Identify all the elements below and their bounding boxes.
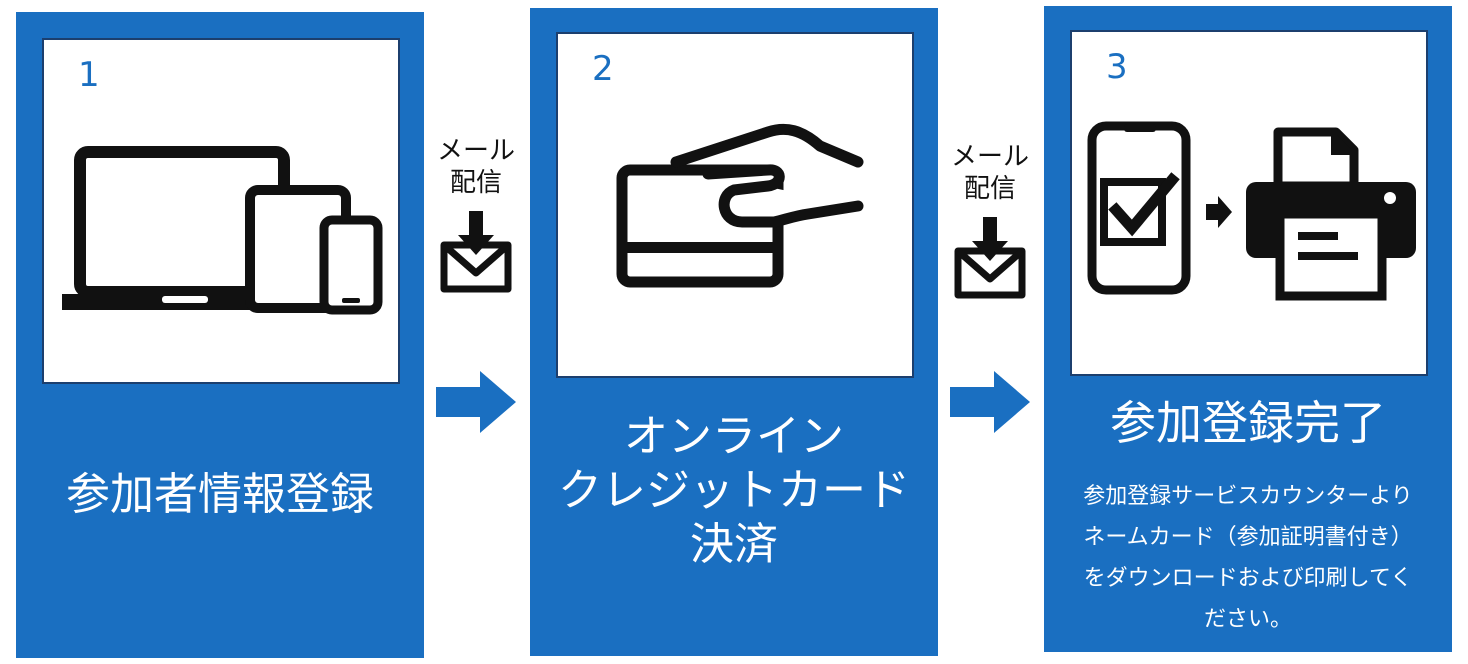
step-3-description-line-1: 参加登録サービスカウンターより — [1083, 484, 1413, 509]
step-3-description-line-4: ださい。 — [1203, 607, 1292, 632]
step-2-title-line-1: オンライン — [624, 411, 844, 462]
step-3-description: 参加登録サービスカウンターより ネームカード（参加証明書付き） をダウンロードお… — [1054, 476, 1442, 640]
step-number: 3 — [1106, 47, 1128, 87]
step-number: 2 — [592, 49, 614, 89]
mail-download-icon — [440, 211, 512, 293]
step-3-panel: 3 参加登録完了 参加登録サービスカウンターより ネームカード（参加証明書付き）… — [1044, 6, 1452, 652]
step-3-icon-box: 3 — [1070, 30, 1428, 376]
step-1-title: 参加者情報登録 — [66, 469, 374, 520]
step-1-icon-box: 1 — [42, 38, 400, 384]
step-2-title-line-2: クレジットカード — [558, 465, 910, 516]
arrow-right-icon — [950, 371, 1030, 433]
step-1-panel: 1 参加者情報登録 — [16, 12, 424, 658]
mail-download-icon — [954, 217, 1026, 299]
step-2-title-line-3: 決済 — [690, 519, 778, 570]
mail-label-line-2: 配信 — [963, 174, 1016, 204]
credit-card-hand-icon — [616, 123, 864, 288]
step-number: 1 — [78, 55, 100, 95]
connector-1: メール 配信 — [426, 135, 526, 433]
arrow-right-icon — [436, 371, 516, 433]
mail-label-line-1: メール — [950, 142, 1029, 172]
step-3-title: 参加登録完了 — [1110, 396, 1386, 450]
step-2-title: オンライン クレジットカード 決済 — [530, 410, 938, 572]
phone-check-to-printer-icon — [1087, 121, 1416, 301]
connector-2: メール 配信 — [940, 141, 1040, 433]
mail-label-line-2: 配信 — [449, 168, 502, 198]
step-2-icon-box: 2 — [556, 32, 914, 378]
mail-label-line-1: メール — [436, 136, 515, 166]
devices-icon — [62, 146, 383, 315]
step-3-description-line-3: をダウンロードおよび印刷してく — [1083, 566, 1413, 591]
step-2-panel: 2 オンライン クレジットカード 決済 — [530, 8, 938, 656]
step-3-description-line-2: ネームカード（参加証明書付き） — [1083, 525, 1413, 550]
